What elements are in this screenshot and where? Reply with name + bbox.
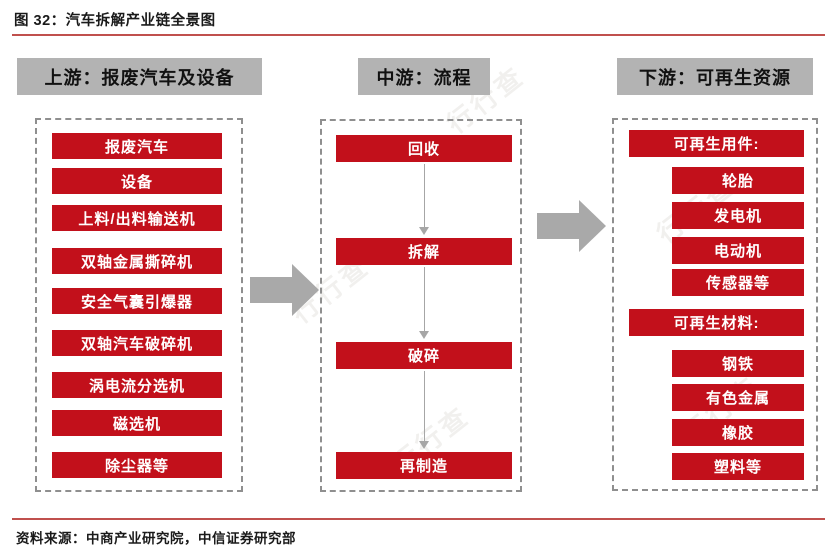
downstream-header: 下游：可再生资源 — [617, 58, 813, 95]
upstream-item: 双轴汽车破碎机 — [52, 330, 222, 356]
process-step: 再制造 — [336, 452, 512, 479]
process-step: 拆解 — [336, 238, 512, 265]
upstream-item: 涡电流分选机 — [52, 372, 222, 398]
upstream-item: 上料/出料输送机 — [52, 205, 222, 231]
downstream-item: 塑料等 — [672, 453, 804, 480]
upstream-item: 安全气囊引爆器 — [52, 288, 222, 314]
upstream-item: 磁选机 — [52, 410, 222, 436]
down-arrow-icon — [419, 164, 429, 235]
upstream-item: 除尘器等 — [52, 452, 222, 478]
upstream-header: 上游：报废汽车及设备 — [17, 58, 262, 95]
source-text: 资料来源：中商产业研究院，中信证券研究部 — [16, 531, 296, 546]
down-arrow-icon — [419, 267, 429, 339]
downstream-group-label: 可再生用件: — [629, 130, 804, 157]
downstream-container — [612, 118, 818, 491]
downstream-item: 发电机 — [672, 202, 804, 229]
downstream-item: 轮胎 — [672, 167, 804, 194]
title-divider — [12, 34, 825, 36]
down-arrow-icon — [419, 371, 429, 449]
downstream-item: 橡胶 — [672, 419, 804, 446]
midstream-container — [320, 119, 522, 492]
upstream-item: 设备 — [52, 168, 222, 194]
downstream-item: 电动机 — [672, 237, 804, 264]
downstream-item: 有色金属 — [672, 384, 804, 411]
upstream-container — [35, 118, 243, 492]
midstream-header: 中游：流程 — [358, 58, 490, 95]
downstream-item: 传感器等 — [672, 269, 804, 296]
source-divider — [12, 518, 825, 520]
process-step: 回收 — [336, 135, 512, 162]
right-arrow-icon — [250, 263, 320, 317]
right-arrow-icon — [537, 199, 607, 253]
downstream-group-label: 可再生材料: — [629, 309, 804, 336]
downstream-item: 钢铁 — [672, 350, 804, 377]
process-step: 破碎 — [336, 342, 512, 369]
figure-title: 图 32：汽车拆解产业链全景图 — [14, 13, 216, 29]
upstream-item: 双轴金属撕碎机 — [52, 248, 222, 274]
upstream-item: 报废汽车 — [52, 133, 222, 159]
